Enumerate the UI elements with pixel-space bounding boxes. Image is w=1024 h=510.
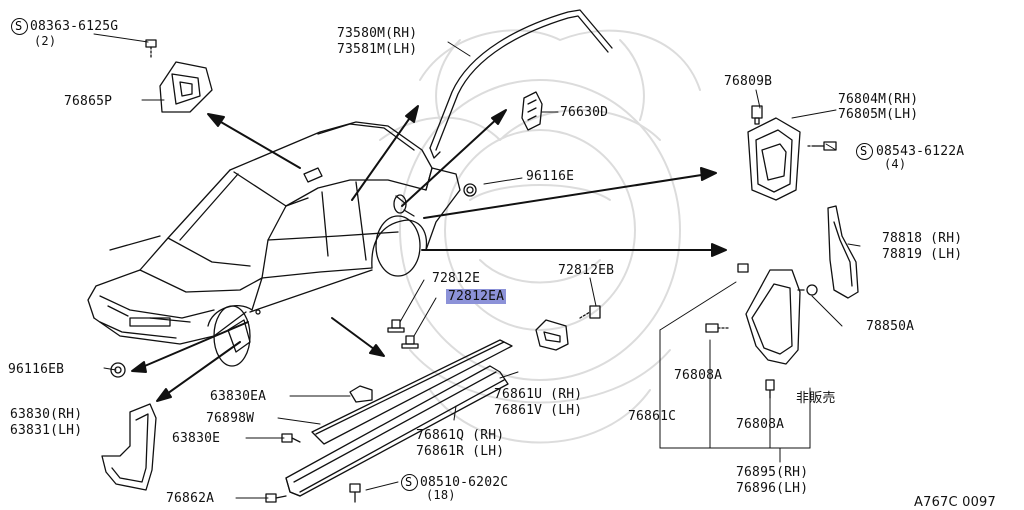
screw-76808A-a	[705, 323, 729, 333]
clip-76809B	[751, 105, 763, 125]
screw-76808A-b	[765, 379, 775, 399]
pointer-arrows	[131, 105, 727, 402]
grommet-96116EB	[110, 362, 126, 378]
screw-08543	[807, 141, 837, 151]
bracket-76861U	[535, 319, 569, 351]
leader-lines	[93, 33, 861, 499]
label-76805M: 76805M(LH)	[838, 107, 919, 122]
label-76808A-b: 76808A	[736, 417, 785, 432]
clip-72812E	[387, 319, 405, 333]
label-78819: 78819 (LH)	[882, 247, 963, 262]
label-63831: 63831(LH)	[10, 423, 83, 438]
label-08510: 08510-6202C	[420, 475, 509, 490]
label-73580M: 73580M(RH)	[337, 26, 418, 41]
bolt-08363	[145, 39, 157, 59]
label-76809B: 76809B	[724, 74, 773, 89]
moulding-73580M	[429, 9, 613, 159]
label-73581M: 73581M(LH)	[337, 42, 418, 57]
sill-strip-76898W	[311, 339, 513, 445]
guard-76804M	[747, 117, 801, 201]
label-76861U: 76861U (RH)	[494, 387, 583, 402]
label-76862A: 76862A	[166, 491, 215, 506]
standard-part-marker	[856, 143, 873, 160]
screw-76862A	[265, 493, 287, 503]
clip-72812EA	[401, 335, 419, 349]
label-08363-qty: (2)	[34, 34, 57, 48]
watermark-emblem	[379, 29, 701, 444]
label-76865P: 76865P	[64, 94, 113, 109]
highlight-72812EA: 72812EA	[446, 289, 507, 304]
sill-strip-76861Q	[285, 365, 509, 497]
bracket-76865P	[159, 61, 213, 113]
label-76896: 76896(LH)	[736, 481, 809, 496]
screw-08510	[349, 483, 361, 503]
label-76895: 76895(RH)	[736, 465, 809, 480]
figure-code: A767C 0097	[914, 495, 996, 510]
label-08543-qty: (4)	[884, 157, 907, 171]
mudflap-front	[101, 403, 157, 491]
label-76861V: 76861V (LH)	[494, 403, 583, 418]
guard-78818	[827, 205, 859, 299]
label-96116E: 96116E	[526, 169, 575, 184]
label-72812EA: 72812EA	[446, 289, 507, 304]
car-illustration	[87, 121, 461, 367]
label-63830: 63830(RH)	[10, 407, 83, 422]
label-76861Q: 76861Q (RH)	[416, 428, 505, 443]
clip-63830E	[281, 433, 301, 443]
label-not-sold: 非販売	[796, 391, 836, 406]
label-08543: 08543-6122A	[876, 144, 965, 159]
label-76898W: 76898W	[206, 411, 255, 426]
emblem-76630D	[521, 91, 543, 131]
label-72812EB: 72812EB	[558, 263, 615, 278]
clip-72812EB	[579, 305, 601, 319]
mudflap-rear	[737, 263, 801, 365]
label-76804M: 76804M(RH)	[838, 92, 919, 107]
grommet-96116E	[463, 183, 477, 197]
clip-63830EA	[349, 385, 373, 403]
label-08363: 08363-6125G	[30, 19, 119, 34]
label-76861C: 76861C	[628, 409, 677, 424]
label-76630D: 76630D	[560, 105, 609, 120]
label-72812E: 72812E	[432, 271, 481, 286]
label-76808A-a: 76808A	[674, 368, 723, 383]
label-76861R: 76861R (LH)	[416, 444, 505, 459]
clip-78850A	[797, 284, 818, 296]
label-63830EA: 63830EA	[210, 389, 267, 404]
label-63830E: 63830E	[172, 431, 221, 446]
standard-part-marker	[11, 18, 28, 35]
standard-part-marker	[401, 474, 418, 491]
label-78850A: 78850A	[866, 319, 915, 334]
label-78818: 78818 (RH)	[882, 231, 963, 246]
label-96116EB: 96116EB	[8, 362, 65, 377]
label-08510-qty: (18)	[426, 488, 456, 502]
